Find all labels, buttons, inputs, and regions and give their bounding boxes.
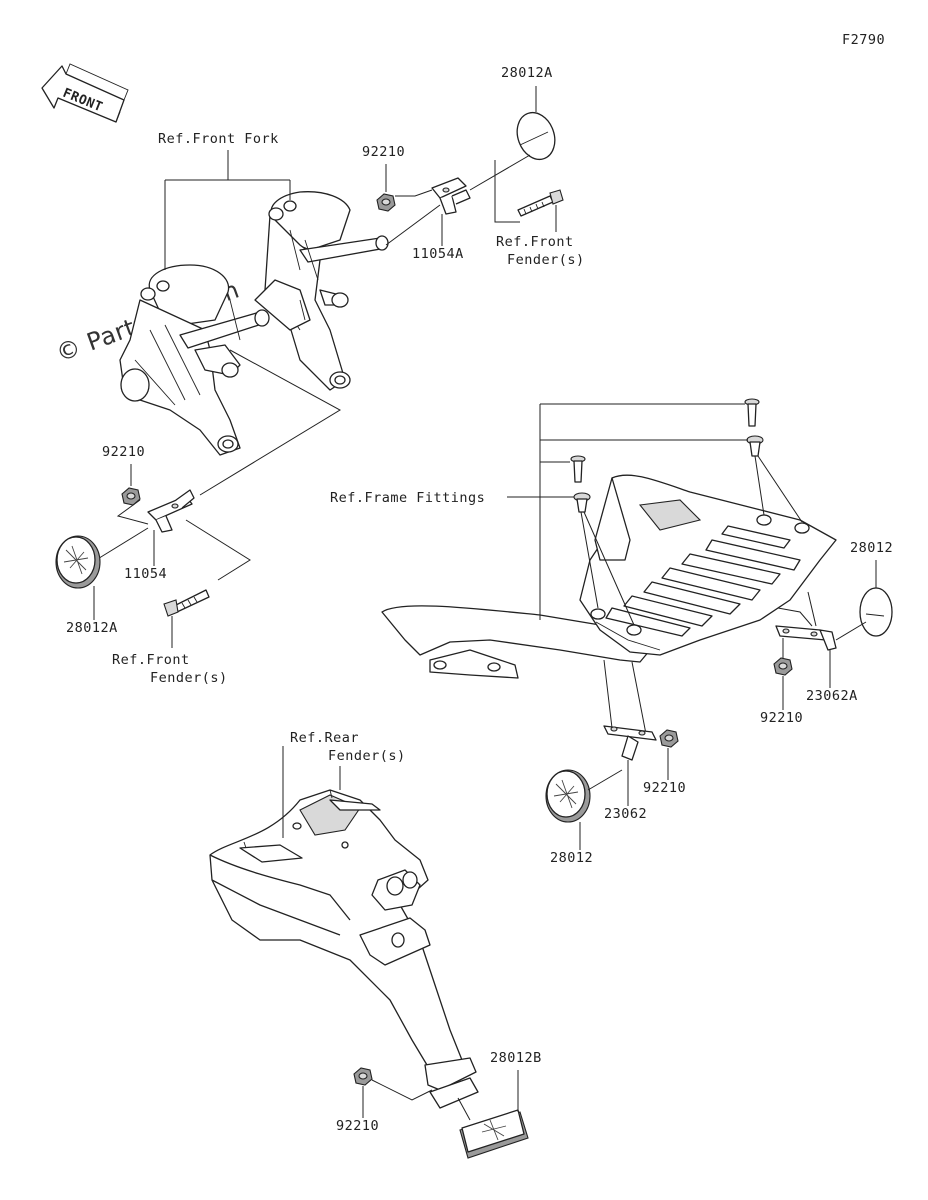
bracket-11054A[interactable] [431, 177, 471, 215]
diagram-code: F2790 [842, 32, 885, 48]
nut-92210-bottom[interactable] [353, 1067, 373, 1086]
part-label-92210-left[interactable]: 92210 [102, 444, 145, 460]
front-arrow-icon: FRONT [41, 63, 129, 123]
bolt-front-fender-top [517, 189, 564, 217]
ref-front-fender-top-line2: Fender(s) [507, 252, 585, 268]
ref-front-fender-left-line2: Fender(s) [150, 670, 228, 686]
part-label-28012A-left[interactable]: 28012A [66, 620, 118, 636]
nut-92210-mid[interactable] [659, 729, 679, 748]
part-label-92210-bottom[interactable]: 92210 [336, 1118, 379, 1134]
part-label-28012-right[interactable]: 28012 [850, 540, 893, 556]
part-label-28012A-top[interactable]: 28012A [501, 65, 553, 81]
nut-92210-left[interactable] [121, 487, 141, 506]
bracket-23062A[interactable] [775, 625, 837, 651]
part-label-23062[interactable]: 23062 [604, 806, 647, 822]
reflector-28012-right[interactable] [859, 587, 893, 637]
nut-92210-right[interactable] [773, 657, 793, 676]
ref-rear-fender-line2: Fender(s) [328, 748, 406, 764]
part-label-92210-right[interactable]: 92210 [760, 710, 803, 726]
reflector-28012B[interactable] [459, 1109, 529, 1159]
ref-frame-fittings-label: Ref.Frame Fittings [330, 490, 485, 506]
rear-carrier-illustration [381, 474, 837, 679]
rear-fender-illustration [209, 789, 479, 1109]
part-label-11054A[interactable]: 11054A [412, 246, 464, 262]
front-fork-illustration [119, 191, 389, 456]
reflector-28012A-left[interactable] [55, 535, 101, 589]
part-label-28012B[interactable]: 28012B [490, 1050, 542, 1066]
part-label-28012-mid[interactable]: 28012 [550, 850, 593, 866]
ref-front-fender-top-line1: Ref.Front [496, 234, 574, 250]
part-label-92210-top[interactable]: 92210 [362, 144, 405, 160]
part-label-92210-mid[interactable]: 92210 [643, 780, 686, 796]
frame-fitting-bolts [570, 398, 764, 513]
part-label-23062A[interactable]: 23062A [806, 688, 858, 704]
nut-92210-top[interactable] [376, 193, 396, 212]
bolt-front-fender-left [163, 589, 210, 617]
reflector-28012A-top[interactable] [511, 107, 561, 164]
bracket-11054[interactable] [147, 489, 195, 533]
part-label-11054[interactable]: 11054 [124, 566, 167, 582]
bracket-23062[interactable] [603, 725, 657, 761]
ref-front-fender-left-line1: Ref.Front [112, 652, 190, 668]
reflector-28012-mid[interactable] [545, 769, 591, 823]
ref-rear-fender-line1: Ref.Rear [290, 730, 359, 746]
ref-front-fork-callout: Ref.Front Fork [158, 131, 291, 270]
ref-front-fork-label: Ref.Front Fork [158, 131, 279, 147]
